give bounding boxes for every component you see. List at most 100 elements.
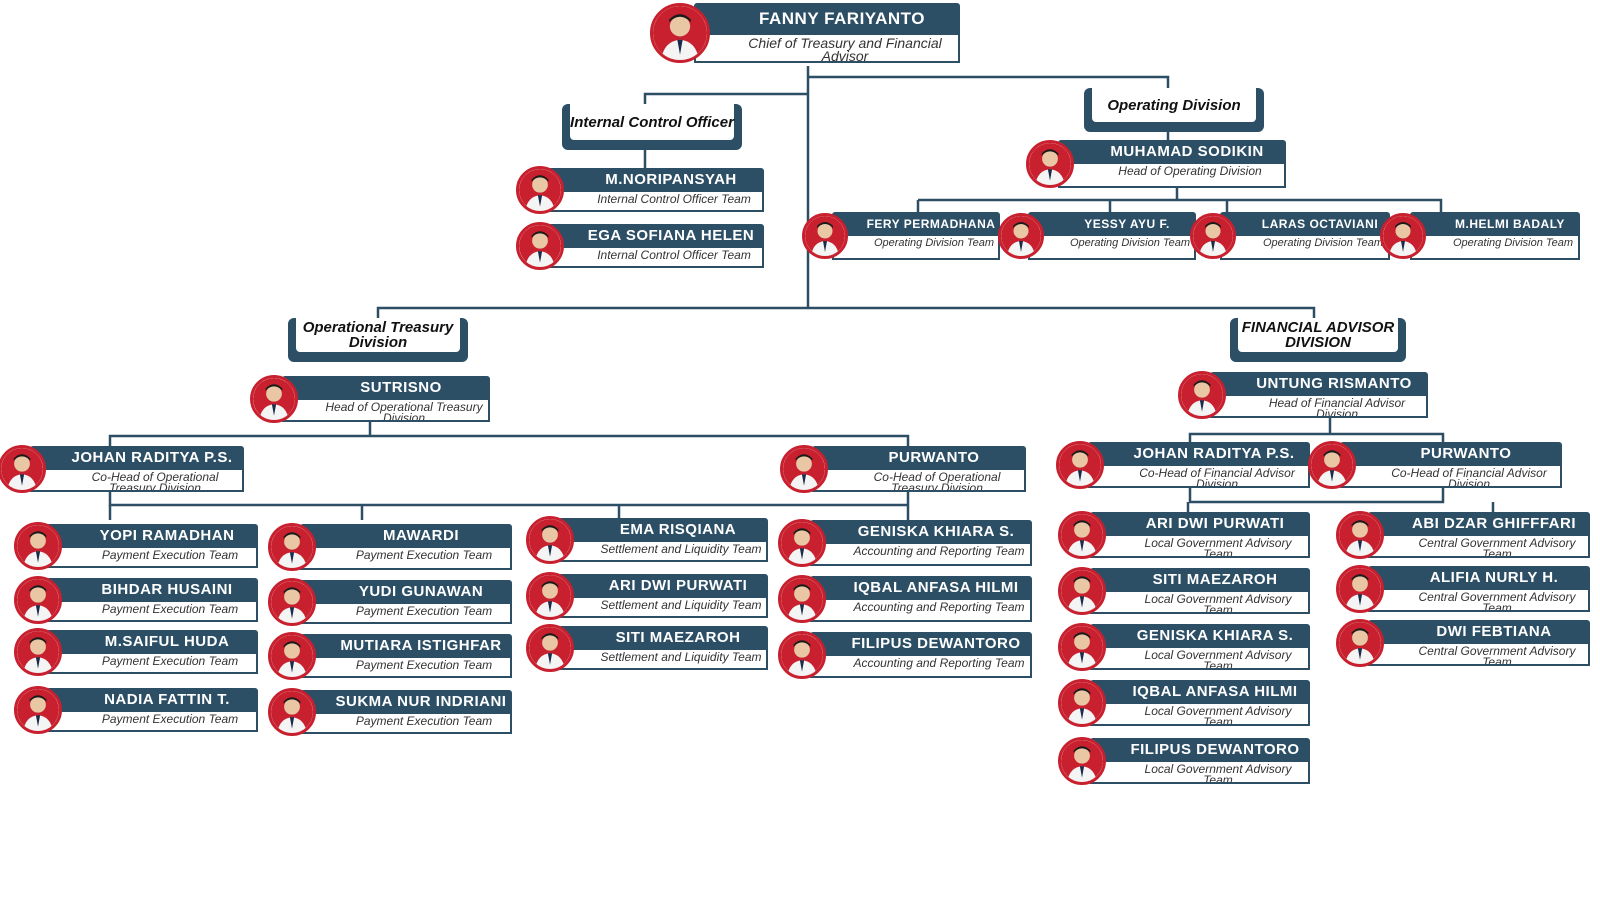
person-name: YESSY AYU F. — [1028, 212, 1196, 236]
person-role: Settlement and Liquidity Team — [558, 650, 768, 670]
person-card-nadia: NADIA FATTIN T.Payment Execution Team — [46, 688, 258, 732]
person-photo-alifia — [1336, 565, 1384, 613]
person-name: NADIA FATTIN T. — [46, 688, 258, 712]
person-name: FILIPUS DEWANTORO — [1090, 738, 1310, 762]
person-role: Chief of Treasury and Financial Advisor — [694, 35, 960, 63]
person-role: Payment Execution Team — [300, 658, 512, 678]
person-role: Accounting and Reporting Team — [810, 544, 1032, 566]
person-photo-purwanto_ot — [780, 445, 828, 493]
person-name: SITI MAEZAROH — [1090, 568, 1310, 592]
person-name: DWI FEBTIANA — [1368, 620, 1590, 644]
person-role: Payment Execution Team — [46, 654, 258, 674]
person-name: MAWARDI — [300, 524, 512, 548]
division-internal-control: Internal Control Officer — [562, 104, 742, 150]
person-role: Payment Execution Team — [300, 548, 512, 570]
person-name: LARAS OCTAVIANI — [1220, 212, 1390, 236]
division-financial-advisor: FINANCIAL ADVISOR DIVISION — [1230, 318, 1406, 362]
person-photo-bihdar — [14, 576, 62, 624]
person-role: Central Government Advisory Team — [1368, 590, 1590, 612]
person-photo-saiful — [14, 628, 62, 676]
person-photo-untung — [1178, 371, 1226, 419]
person-photo-noripansyah — [516, 166, 564, 214]
division-label: Internal Control Officer — [568, 104, 736, 142]
person-role: Operating Division Team — [832, 236, 1000, 260]
person-role: Payment Execution Team — [300, 604, 512, 624]
person-name: ARI DWI PURWATI — [1090, 512, 1310, 536]
person-photo-filipus_lg — [1058, 737, 1106, 785]
person-role: Payment Execution Team — [300, 714, 512, 734]
person-card-geniska_lg: GENISKA KHIARA S.Local Government Adviso… — [1090, 624, 1310, 670]
person-name: IQBAL ANFASA HILMI — [1090, 680, 1310, 704]
person-photo-abi — [1336, 511, 1384, 559]
person-name: ABI DZAR GHIFFFARI — [1368, 512, 1590, 536]
person-photo-fanny — [650, 3, 710, 63]
person-card-yessy: YESSY AYU F.Operating Division Team — [1028, 212, 1196, 260]
person-role: Co-Head of Financial Advisor Division — [1340, 466, 1562, 488]
person-photo-yopi — [14, 522, 62, 570]
person-photo-sutrisno — [250, 375, 298, 423]
person-photo-siti_sl — [526, 624, 574, 672]
person-name: M.HELMI BADALY — [1410, 212, 1580, 236]
person-name: SUKMA NUR INDRIANI — [300, 690, 512, 714]
person-photo-sodikin — [1026, 140, 1074, 188]
person-role: Accounting and Reporting Team — [810, 656, 1032, 678]
person-name: ARI DWI PURWATI — [558, 574, 768, 598]
person-name: UNTUNG RISMANTO — [1210, 372, 1428, 396]
person-name: FERY PERMADHANA — [832, 212, 1000, 236]
person-photo-helmi — [1380, 213, 1426, 259]
person-role: Settlement and Liquidity Team — [558, 542, 768, 562]
person-role: Head of Financial Advisor Division — [1210, 396, 1428, 418]
person-name: PURWANTO — [812, 446, 1026, 470]
person-name: MUTIARA ISTIGHFAR — [300, 634, 512, 658]
division-label: Operational Treasury Division — [294, 318, 462, 354]
person-photo-ari_lg — [1058, 511, 1106, 559]
person-role: Settlement and Liquidity Team — [558, 598, 768, 618]
person-role: Local Government Advisory Team — [1090, 592, 1310, 614]
person-role: Payment Execution Team — [46, 602, 258, 622]
person-photo-purwanto_fa — [1308, 441, 1356, 489]
person-photo-ari_sl — [526, 572, 574, 620]
person-card-alifia: ALIFIA NURLY H.Central Government Adviso… — [1368, 566, 1590, 612]
person-role: Payment Execution Team — [46, 548, 258, 568]
person-name: ALIFIA NURLY H. — [1368, 566, 1590, 590]
person-role: Central Government Advisory Team — [1368, 536, 1590, 558]
person-role: Co-Head of Financial Advisor Division — [1088, 466, 1310, 488]
person-photo-nadia — [14, 686, 62, 734]
person-name: GENISKA KHIARA S. — [1090, 624, 1310, 648]
person-card-johan_ot: JOHAN RADITYA P.S.Co-Head of Operational… — [30, 446, 244, 492]
person-role: Accounting and Reporting Team — [810, 600, 1032, 622]
person-photo-siti_lg — [1058, 567, 1106, 615]
person-name: JOHAN RADITYA P.S. — [1088, 442, 1310, 466]
person-role: Operating Division Team — [1028, 236, 1196, 260]
person-role: Head of Operational Treasury Division — [282, 400, 490, 422]
person-name: GENISKA KHIARA S. — [810, 520, 1032, 544]
person-role: Internal Control Officer Team — [548, 248, 764, 268]
division-operating: Operating Division — [1084, 88, 1264, 132]
person-photo-iqbal_ar — [778, 575, 826, 623]
person-name: BIHDAR HUSAINI — [46, 578, 258, 602]
person-photo-ega — [516, 222, 564, 270]
person-name: MUHAMAD SODIKIN — [1058, 140, 1286, 164]
person-name: M.SAIFUL HUDA — [46, 630, 258, 654]
person-name: FANNY FARIYANTO — [694, 3, 960, 35]
person-photo-filipus_ar — [778, 631, 826, 679]
